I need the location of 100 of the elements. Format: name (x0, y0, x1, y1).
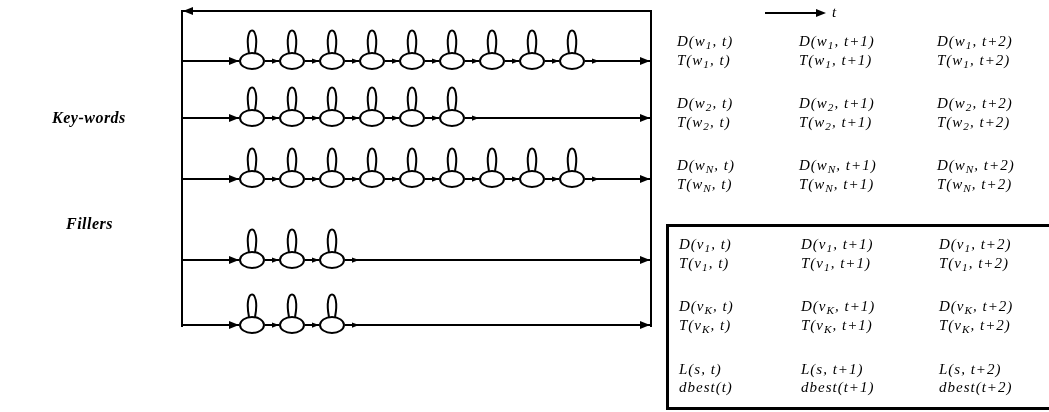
arrow (584, 175, 651, 183)
table-cell-text: D(v$_{K}$, t+2) (939, 297, 1014, 315)
state-ellipse (479, 52, 505, 70)
state-ellipse (519, 170, 545, 188)
state-ellipse (279, 52, 305, 70)
self-loop (406, 29, 418, 54)
self-loop (246, 293, 258, 318)
table-cell-text: T(v$_{1}$, t) (679, 254, 730, 272)
table-cell-text: T(v$_{1}$, t+2) (939, 254, 1009, 272)
table-cell-text: T(w$_{N}$, t+1) (799, 175, 875, 193)
self-loop (246, 86, 258, 111)
table-cell-text: T(w$_{2}$, t) (677, 113, 731, 131)
table-cell-text: T(w$_{2}$, t+2) (937, 113, 1011, 131)
arrow (304, 115, 320, 121)
self-loop (246, 29, 258, 54)
state-ellipse (319, 251, 345, 269)
table-cell-text: D(v$_{1}$, t+1) (801, 235, 874, 253)
state-ellipse (319, 52, 345, 70)
state-ellipse (559, 52, 585, 70)
table-cell-text: T(v$_{K}$, t+1) (801, 316, 873, 334)
table-cell-text: L(s, t) (679, 360, 722, 378)
self-loop (446, 86, 458, 111)
self-loop (286, 29, 298, 54)
arrow (264, 115, 280, 121)
state-ellipse (239, 316, 265, 334)
table-cell-text: D(w$_{2}$, t+1) (799, 94, 875, 112)
table-cell-text: dbest(t+2) (939, 378, 1013, 396)
self-loop (366, 29, 378, 54)
table-cell-text: L(s, t+2) (939, 360, 1002, 378)
table-cell-text: D(w$_{1}$, t) (677, 32, 734, 50)
arrow (544, 176, 560, 182)
table-cell-text: D(v$_{K}$, t) (679, 297, 734, 315)
self-loop (286, 228, 298, 253)
table-cell-text: dbest(t+1) (801, 378, 875, 396)
arrow (504, 58, 520, 64)
arrow (424, 115, 440, 121)
group-label: Key-words (52, 108, 126, 129)
state-ellipse (239, 109, 265, 127)
table-cell-text: T(w$_{1}$, t) (677, 51, 731, 69)
table-cell-text: L(s, t+1) (801, 360, 864, 378)
self-loop (486, 29, 498, 54)
table-cell-text: T(v$_{1}$, t+1) (801, 254, 871, 272)
arrow (182, 57, 240, 65)
arrow (264, 322, 280, 328)
group-label: Fillers (66, 214, 114, 234)
arrow (544, 58, 560, 64)
arrow (304, 322, 320, 328)
self-loop (286, 147, 298, 172)
arrow (344, 176, 360, 182)
arrow (182, 7, 653, 15)
table-cell-text: D(v$_{K}$, t+1) (801, 297, 876, 315)
self-loop (326, 86, 338, 111)
table-cell-text: T(w$_{N}$, t) (677, 175, 733, 193)
bus-line (181, 10, 183, 327)
state-ellipse (239, 251, 265, 269)
arrow (304, 257, 320, 263)
state-ellipse (439, 170, 465, 188)
state-ellipse (399, 170, 425, 188)
self-loop (486, 147, 498, 172)
bus-line (650, 10, 652, 327)
arrow (464, 114, 651, 122)
arrow (344, 115, 360, 121)
state-ellipse (279, 251, 305, 269)
self-loop (526, 147, 538, 172)
state-ellipse (319, 316, 345, 334)
table-cell-text: D(w$_{N}$, t+2) (937, 156, 1015, 174)
table-cell-text: D(v$_{1}$, t) (679, 235, 732, 253)
state-ellipse (439, 52, 465, 70)
state-ellipse (359, 52, 385, 70)
table-cell-text: D(w$_{1}$, t+2) (937, 32, 1013, 50)
state-ellipse (439, 109, 465, 127)
state-table-box (666, 224, 1049, 410)
arrow (384, 115, 400, 121)
arrow (464, 176, 480, 182)
state-ellipse (399, 52, 425, 70)
self-loop (526, 29, 538, 54)
table-cell-text: dbest(t) (679, 378, 733, 396)
arrow (344, 256, 651, 264)
state-ellipse (319, 170, 345, 188)
arrow (504, 176, 520, 182)
arrow (584, 57, 651, 65)
arrow (182, 256, 240, 264)
state-ellipse (399, 109, 425, 127)
self-loop (566, 147, 578, 172)
arrow (264, 176, 280, 182)
self-loop (286, 293, 298, 318)
arrow (182, 175, 240, 183)
self-loop (246, 228, 258, 253)
arrow (424, 58, 440, 64)
self-loop (326, 29, 338, 54)
table-cell-text: T(w$_{1}$, t+2) (937, 51, 1011, 69)
self-loop (566, 29, 578, 54)
table-cell-text: D(w$_{1}$, t+1) (799, 32, 875, 50)
state-ellipse (359, 170, 385, 188)
self-loop (446, 147, 458, 172)
state-ellipse (279, 316, 305, 334)
table-cell-text: D(w$_{N}$, t) (677, 156, 736, 174)
self-loop (246, 147, 258, 172)
self-loop (446, 29, 458, 54)
arrow (384, 58, 400, 64)
